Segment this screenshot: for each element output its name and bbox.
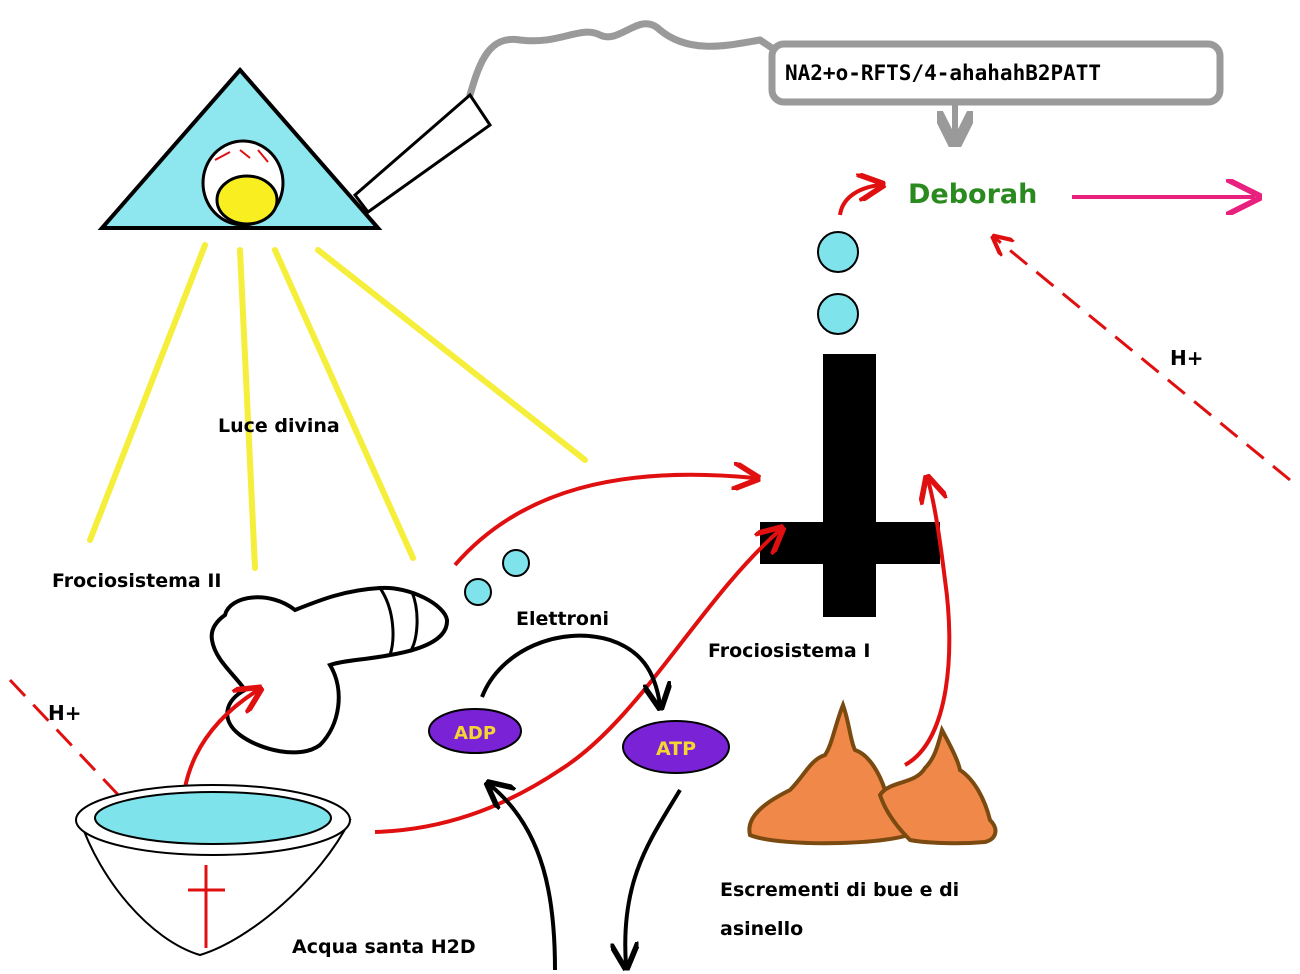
poop-piles bbox=[747, 699, 998, 846]
h-plus-left-label: H+ bbox=[48, 701, 82, 725]
flow-arrow-to-cross bbox=[453, 475, 755, 567]
smoke-trail bbox=[466, 20, 779, 99]
inverted-cross-horizontal bbox=[760, 522, 940, 564]
acqua-santa-label: Acqua santa H2D bbox=[292, 936, 476, 958]
frociosistema-2-shape bbox=[209, 585, 450, 755]
electron-bubble bbox=[464, 578, 492, 606]
elettroni-label: Elettroni bbox=[516, 608, 609, 630]
deborah-arrow-in bbox=[838, 185, 880, 216]
divine-rays bbox=[87, 242, 588, 571]
inverted-cross-vertical bbox=[823, 354, 876, 617]
electron-bubble bbox=[817, 231, 859, 273]
electron-bubble bbox=[817, 293, 859, 335]
h-plus-right-label: H+ bbox=[1170, 346, 1204, 370]
flow-arrow-poop-to-cross bbox=[903, 480, 952, 767]
atp-capsule bbox=[622, 720, 730, 774]
frociosistema-2-label: Frociosistema II bbox=[52, 570, 222, 592]
pupil bbox=[215, 174, 279, 226]
escrementi-label-line1: Escrementi di bue e di bbox=[720, 879, 959, 901]
telescope bbox=[352, 92, 493, 215]
formula-label: NA2+o-RFTS/4-ahahahB2PATT bbox=[785, 61, 1101, 85]
holy-water-bowl bbox=[75, 784, 352, 957]
adp-to-atp-arrow bbox=[480, 633, 660, 705]
electron-bubble bbox=[502, 549, 530, 577]
formula-box bbox=[768, 40, 1224, 106]
atp-label: ATP bbox=[656, 738, 696, 760]
all-seeing-pyramid bbox=[97, 66, 383, 230]
cycle-arrow-up bbox=[490, 785, 557, 971]
flow-arrow-water-to-cross bbox=[374, 530, 780, 834]
cross-icon bbox=[188, 865, 225, 948]
deborah-label: Deborah bbox=[908, 179, 1037, 210]
h-plus-right-dashed bbox=[995, 238, 1291, 482]
adp-label: ADP bbox=[454, 723, 496, 744]
cycle-arrow-down bbox=[625, 788, 682, 965]
frociosistema-1-label: Frociosistema I bbox=[708, 640, 870, 662]
adp-capsule bbox=[428, 708, 522, 754]
escrementi-label-line2: asinello bbox=[720, 918, 803, 940]
luce-divina-label: Luce divina bbox=[218, 415, 340, 437]
